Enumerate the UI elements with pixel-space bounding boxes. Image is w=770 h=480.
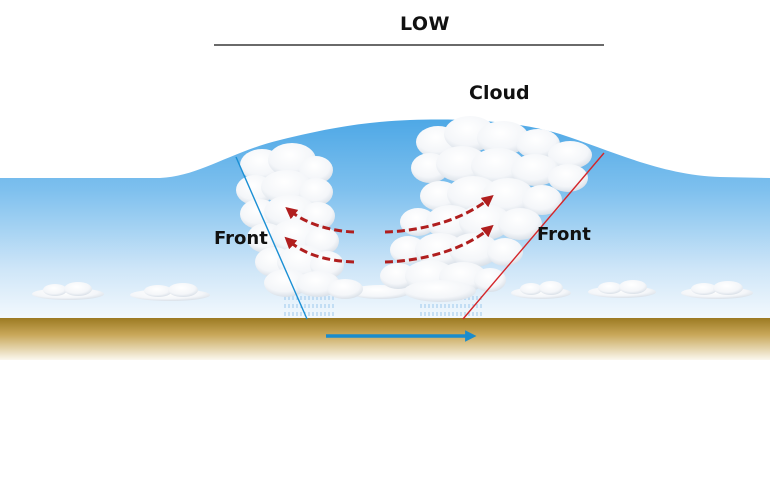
small-cloud-1 bbox=[32, 282, 104, 300]
airflow-arrow-left-lower bbox=[284, 236, 355, 264]
cold-front-label: Front bbox=[214, 228, 268, 249]
warm-front-label: Front bbox=[537, 224, 591, 245]
airflow-arrow-right-lower bbox=[384, 224, 494, 264]
warm-front-line bbox=[462, 152, 605, 320]
left-cloud-tower bbox=[236, 143, 363, 299]
airflow-arrow-right-upper bbox=[384, 194, 494, 234]
airflow-arrow-left-upper bbox=[285, 206, 355, 234]
rain-left bbox=[284, 295, 334, 319]
small-cloud-4 bbox=[588, 280, 656, 298]
small-cloud-5 bbox=[681, 281, 753, 299]
ground-layer bbox=[0, 318, 770, 360]
cold-front-line bbox=[235, 156, 308, 320]
diagram-title: LOW bbox=[399, 13, 451, 35]
small-cloud-2 bbox=[130, 283, 210, 301]
small-cloud-3 bbox=[511, 281, 571, 299]
right-cloud-tower bbox=[380, 116, 592, 302]
cloud-label: Cloud bbox=[469, 82, 530, 104]
